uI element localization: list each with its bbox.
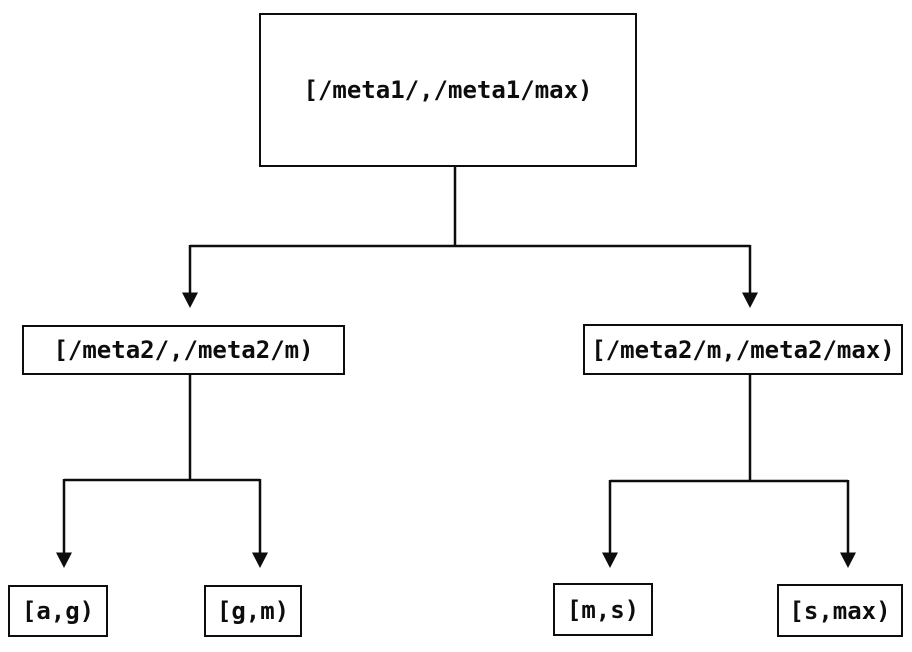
node-leaf-gm: [g,m) [204, 585, 302, 637]
arrowhead-down-icon [742, 292, 758, 308]
node-meta2-high-range: [/meta2/m,/meta2/max) [583, 324, 903, 375]
arrowhead-down-icon [56, 552, 72, 568]
node-meta2-low-range: [/meta2/,/meta2/m) [22, 325, 345, 375]
arrowhead-down-icon [840, 552, 856, 568]
arrowhead-down-icon [602, 552, 618, 568]
edge-meta2low-to-children [56, 375, 268, 568]
node-meta1-range: [/meta1/,/meta1/max) [259, 13, 637, 167]
arrowhead-down-icon [182, 292, 198, 308]
node-leaf-ag: [a,g) [8, 585, 108, 637]
edge-meta2high-to-children [602, 375, 856, 568]
node-leaf-smax: [s,max) [777, 584, 903, 637]
arrowhead-down-icon [252, 552, 268, 568]
edge-root-to-children [182, 167, 758, 308]
node-leaf-ms: [m,s) [553, 583, 653, 636]
